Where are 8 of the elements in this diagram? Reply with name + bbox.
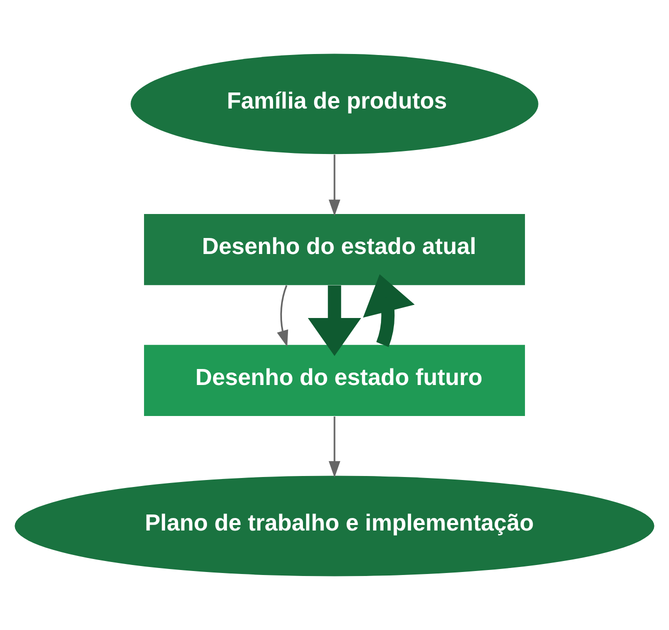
node-ellipse: Plano de trabalho e implementação [14,476,654,576]
arrow [328,154,340,216]
node-box: Desenho do estado futuro [144,344,525,416]
node-ellipse: Família de produtos [130,54,538,154]
arrow [308,285,362,356]
arrow [328,416,340,478]
node-box: Desenho do estado atual [144,214,525,286]
arrow [276,285,288,347]
